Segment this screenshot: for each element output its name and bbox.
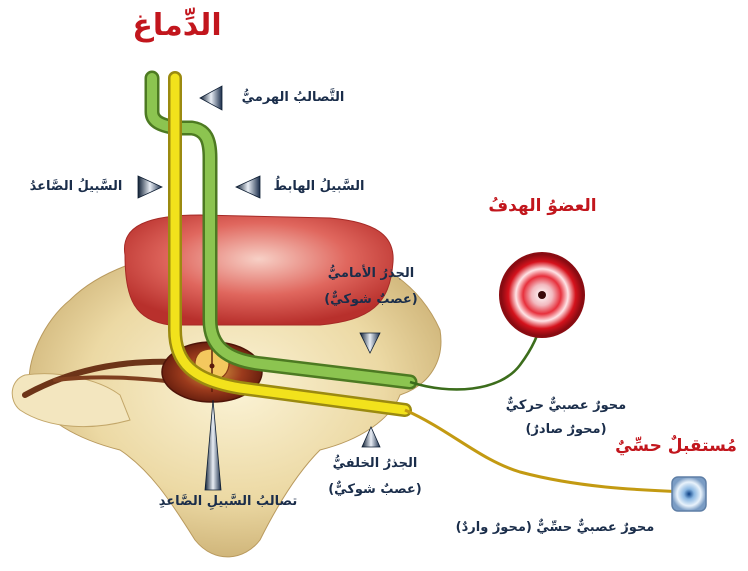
target-organ-label: العضوُ الهدفُ [470,196,615,216]
pointer-pyramidal [200,86,222,110]
sensory-receptor [672,477,706,511]
label-descending-tract: السَّبيلُ الهابطُ [264,179,374,194]
label-motor-axon: محورٌ عصبيٌّ حركيٌّ [496,398,636,413]
label-pyramidal-decussation: التَّصالبُ الهرميُّ [228,90,358,105]
label-ascending-decussation: تصالبُ السَّبيلِ الصَّاعدِ [148,494,308,509]
spinal-canal-dot [210,364,215,369]
pointer-descending [236,176,260,198]
pointer-ascending [138,176,162,198]
label-anterior-root: الجذرُ الأماميُّ [316,266,426,281]
label-motor-axon-note: (محورٌ صادرٌ) [506,422,626,437]
label-sensory-axon: محورٌ عصبيٌّ حسِّيٌّ (محورٌ واردٌ) [440,520,670,535]
label-posterior-root-note: (عصبٌ شوكيٌّ) [320,482,430,497]
label-anterior-root-note: (عصبٌ شوكيٌّ) [316,292,426,307]
label-posterior-root: الجذرُ الخلفيُّ [320,456,430,471]
sensory-receptor-label: مُستقبلٌ حسِّيٌ [612,436,740,456]
label-ascending-tract: السَّبيلُ الصَّاعدُ [20,179,132,194]
diagram-title: الدِّماغ [122,8,232,43]
